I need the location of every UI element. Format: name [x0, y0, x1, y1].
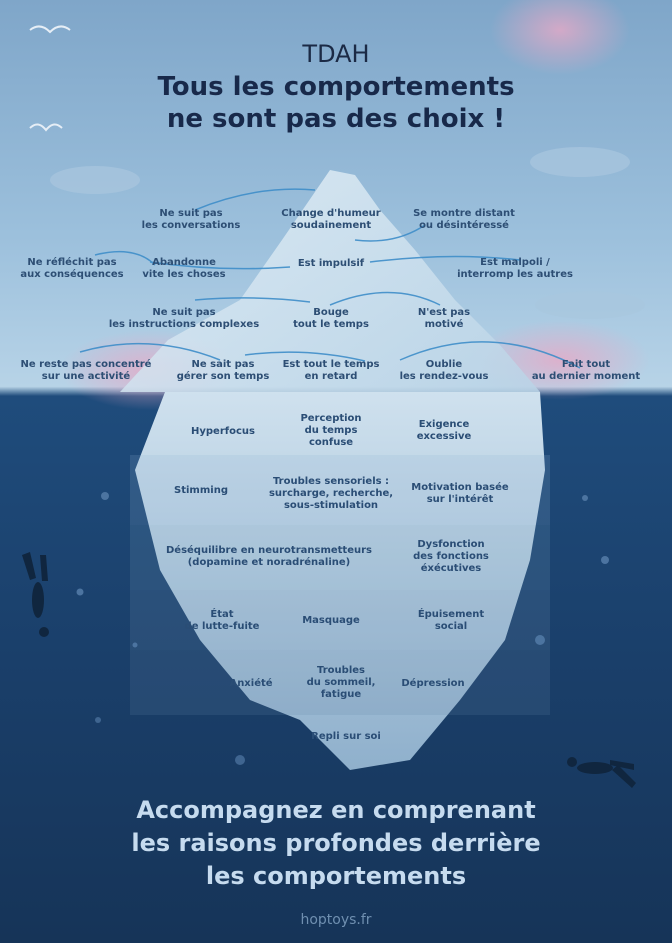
behavior-label: Ne reste pas concentré sur une activité	[20, 359, 152, 382]
footer-line1: Accompagnez en comprenant	[136, 796, 536, 824]
cause-label: Troubles du sommeil, fatigue	[306, 665, 376, 700]
footer-line2: les raisons profondes derrière	[131, 829, 541, 857]
behavior-label: Fait tout au dernier moment	[531, 359, 641, 382]
cause-label: Motivation basée sur l'intérêt	[411, 482, 509, 505]
behavior-label: Est malpoli / interromp les autres	[457, 257, 573, 280]
behavior-label: Est impulsif	[297, 258, 365, 269]
bubble	[601, 556, 609, 564]
behavior-label: Est tout le temps en retard	[282, 359, 380, 382]
cause-label: Dysfonction des fonctions éxécutives	[413, 539, 489, 574]
behavior-label: N'est pas motivé	[417, 307, 471, 330]
bubble	[582, 495, 588, 501]
cause-label: Troubles sensoriels : surcharge, recherc…	[268, 476, 394, 511]
bird-icon	[29, 123, 63, 132]
cause-label: Stimming	[174, 485, 228, 496]
behavior-label: Oublie les rendez-vous	[399, 359, 489, 382]
main-title-line1: Tous les comportements	[157, 72, 515, 102]
iceberg-base	[135, 392, 545, 770]
cause-label: Épuisement social	[417, 609, 485, 632]
cause-label: État de lutte-fuite	[184, 609, 260, 632]
bubble	[535, 635, 545, 645]
cause-label: Hyperfocus	[191, 426, 255, 437]
bubble	[132, 642, 138, 648]
bird-icon	[29, 25, 71, 34]
cause-label: Exigence excessive	[416, 419, 472, 442]
behavior-label: Ne réfléchit pas aux conséquences	[20, 257, 124, 280]
behavior-label: Ne suit pas les conversations	[141, 208, 241, 231]
cause-label: Masquage	[302, 615, 360, 626]
brand-label: hoptoys.fr	[300, 912, 372, 928]
diver-icon	[22, 552, 49, 637]
behavior-label: Bouge tout le temps	[293, 307, 369, 330]
cloud-icon	[530, 147, 630, 177]
tag-title: TDAH	[302, 40, 370, 68]
main-title-line2: ne sont pas des choix !	[166, 104, 506, 134]
bubble	[95, 717, 101, 723]
cloud-icon	[50, 166, 140, 194]
cause-label: Déséquilibre en neurotransmetteurs (dopa…	[165, 545, 372, 568]
bubble	[235, 755, 245, 765]
cause-label: Perception du temps confuse	[300, 413, 362, 448]
behavior-label: Abandonne vite les choses	[142, 257, 226, 280]
cause-label: Anxiété	[229, 678, 273, 689]
behavior-label: Ne sait pas gérer son temps	[176, 359, 270, 382]
cause-label: Repli sur soi	[311, 731, 381, 742]
behavior-label: Change d'humeur soudainement	[281, 208, 381, 231]
cause-label: Dépression	[401, 678, 465, 689]
cloud-icon	[535, 291, 645, 319]
diver-icon	[567, 757, 636, 788]
iceberg-tip	[120, 170, 540, 392]
bubble	[76, 588, 84, 596]
pink-blob	[490, 0, 630, 75]
footer-line3: les comportements	[205, 862, 467, 890]
behavior-label: Se montre distant ou désintéressé	[413, 208, 515, 231]
behavior-label: Ne suit pas les instructions complexes	[108, 307, 260, 330]
bubble	[101, 492, 109, 500]
